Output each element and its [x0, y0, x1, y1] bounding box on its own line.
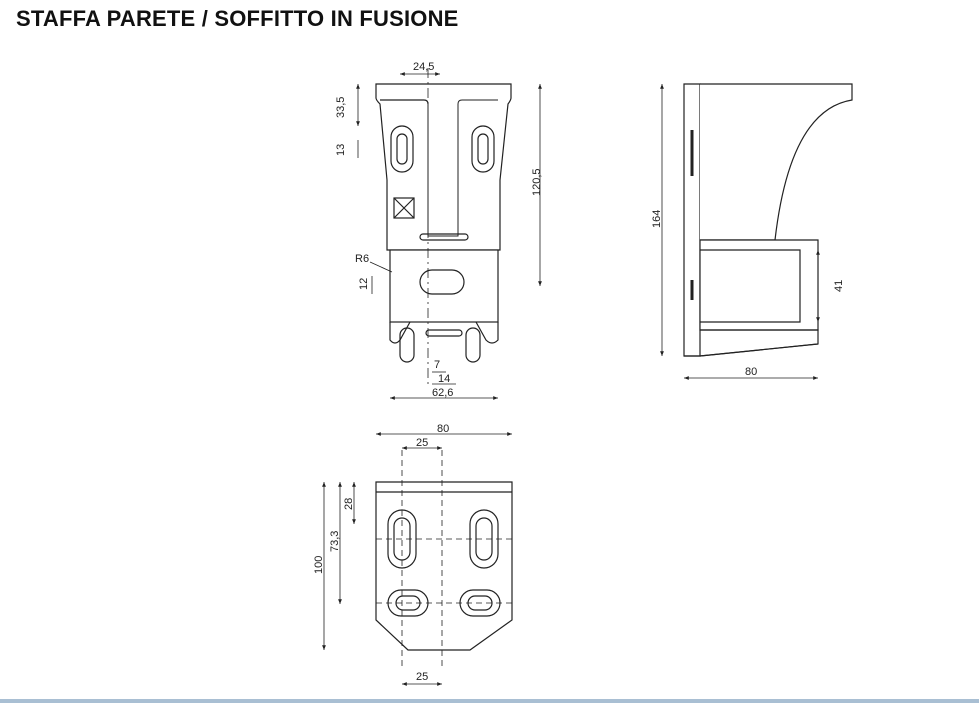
dim-bottom-spacing: 25: [416, 671, 428, 683]
front-view-labels: 24,5 33,5 13 120,5 R6 12 7 14 62,6: [335, 61, 543, 399]
side-view-labels: 164 41 80: [651, 210, 845, 378]
dim-overall-width: 62,6: [432, 387, 453, 399]
page-title: STAFFA PARETE / SOFFITTO IN FUSIONE: [16, 6, 459, 31]
dim-slot-width: 12: [358, 278, 370, 290]
bottom-view: [322, 432, 513, 686]
dim-total: 100: [313, 556, 325, 574]
dim-inner-w2: 14: [438, 373, 450, 385]
dim-top-width: 24,5: [413, 61, 434, 73]
dim-top-spacing: 25: [416, 437, 428, 449]
bottom-view-labels: 80 25 28 73,3 100 25: [313, 423, 449, 683]
dim-radius: R6: [355, 253, 369, 265]
accent-bar: [0, 699, 979, 703]
dim-slot-height: 13: [335, 144, 347, 156]
dim-height-slot: 33,5: [335, 97, 347, 118]
dim-bottom-width: 80: [437, 423, 449, 435]
dim-top-offset: 28: [343, 498, 355, 510]
dim-side-height: 164: [651, 210, 663, 228]
dim-total-height: 120,5: [531, 168, 543, 196]
dim-mid-offset: 73,3: [329, 531, 341, 552]
dim-depth: 80: [745, 366, 757, 378]
dim-inner-w1: 7: [434, 359, 440, 371]
side-view: [660, 83, 853, 380]
front-view: [356, 68, 542, 400]
dim-block-height: 41: [833, 280, 845, 292]
